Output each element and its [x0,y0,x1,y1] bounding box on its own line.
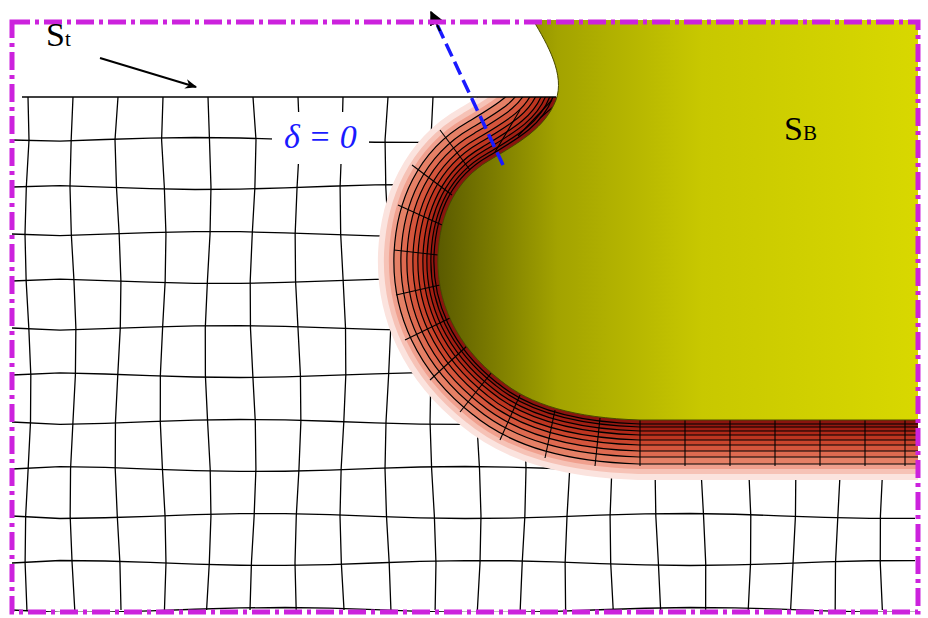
mesh-line [595,418,600,466]
boundary-layer [438,97,918,420]
boundary-layer-line [438,97,918,420]
mesh-line [500,395,520,440]
boundary-layer-line [438,97,918,420]
mesh-line [904,420,905,466]
mesh-line [398,205,442,225]
boundary-layer [438,97,918,420]
mesh-line [819,420,820,466]
boundary-layer [438,97,918,420]
condition-label: δ = 0 [272,112,369,164]
boundary-layer [438,97,918,420]
boundary-layer [438,97,918,420]
mesh-line [430,345,468,380]
mesh-line [115,97,121,610]
boundary-layer-line [438,97,918,420]
mesh-line [295,97,301,610]
mesh-line [440,130,470,170]
mesh-line [774,420,775,466]
mesh-line [160,97,166,610]
mesh-line [340,97,346,610]
mesh-line [545,410,555,458]
mesh-line [394,250,438,255]
mesh-line [250,97,256,610]
mesh-line [12,514,915,519]
boundary-layer [438,97,918,420]
boundary-layer [438,97,918,420]
mesh-line [684,420,685,466]
boundary-layer [438,97,918,420]
surface-label: St [46,18,71,52]
mesh-line [460,372,492,412]
boundary-layer [438,97,918,420]
mesh-line [405,318,450,340]
boundary-layer [438,97,918,420]
mesh-line [412,165,452,195]
boundary-layer-line [438,97,918,420]
boundary-layer-line [438,97,918,420]
boundary-layer-line [438,97,918,420]
mesh-line [639,420,640,466]
boundary-layer-line [438,97,918,420]
mesh-line [864,420,865,466]
mesh-line [396,285,440,295]
body-label: SB [784,112,817,146]
boundary-layer-line [438,97,918,420]
mesh-line [12,561,915,566]
mesh-line [25,97,31,610]
mesh-line [729,420,730,466]
mesh-line [70,97,76,610]
boundary-layer [438,97,918,420]
mesh-line [205,97,211,610]
boundary-layer [438,97,918,420]
boundary-layer-line [438,97,918,420]
mesh-line [385,97,391,610]
